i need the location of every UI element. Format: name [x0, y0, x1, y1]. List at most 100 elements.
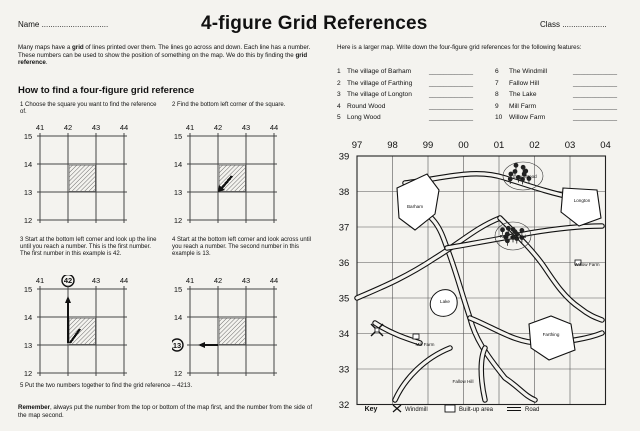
pointer-arrow — [69, 328, 81, 344]
item-label: Round Wood — [347, 102, 386, 110]
map-x-tick: 97 — [352, 140, 363, 151]
map-x-tick: 02 — [529, 140, 540, 151]
key-windmill-icon — [392, 404, 402, 413]
item-number: 3 — [337, 91, 341, 99]
exercise-instructions: Here is a larger map. Write down the fou… — [337, 44, 582, 51]
answer-blank[interactable]: ____________ — [573, 102, 618, 110]
answer-blank[interactable]: ____________ — [573, 114, 618, 122]
grid-y-tick: 12 — [174, 369, 182, 377]
road-inner — [445, 224, 604, 250]
answer-blank[interactable]: ____________ — [429, 114, 474, 122]
tree-icon — [523, 168, 529, 174]
answer-blank[interactable]: ____________ — [573, 68, 618, 75]
road-inner — [403, 172, 577, 200]
item-label: The Lake — [509, 91, 537, 99]
grid-y-tick: 13 — [24, 341, 32, 350]
key-road-label: Road — [525, 407, 539, 413]
map-y-tick: 35 — [339, 294, 350, 305]
key-title: Key — [365, 406, 378, 413]
grid-x-tick: 42 — [64, 276, 72, 285]
map-x-tick: 98 — [387, 140, 398, 151]
exercise-row: 1 The village of Barham ____________ 6 T… — [337, 66, 627, 78]
exercise-row: 5 Long Wood ____________ 10 Willow Farm … — [337, 112, 627, 124]
step-1: 1 Choose the square you want to find the… — [20, 102, 157, 116]
tree-icon — [514, 236, 520, 241]
road-inner — [479, 346, 487, 402]
grid-y-tick: 14 — [174, 313, 182, 322]
item-number: 2 — [337, 79, 341, 87]
item-number: 5 — [337, 114, 341, 122]
label-farthing: Farthing — [543, 332, 560, 337]
key-built-up-label: Built-up area — [459, 407, 494, 413]
exercise-row: 3 The village of Longton ____________ 8 … — [337, 89, 627, 101]
tree-icon — [507, 176, 513, 182]
map-y-tick: 33 — [339, 365, 350, 376]
grid-x-tick: 42 — [214, 123, 222, 132]
class-field[interactable]: Class .................... — [540, 20, 607, 29]
grid-y-tick: 15 — [24, 285, 32, 294]
howto-heading: How to find a four-figure grid reference — [18, 85, 195, 96]
grid-x-tick: 43 — [92, 123, 100, 132]
label-mill-farm: Mill Farm — [416, 342, 435, 347]
grid-x-tick: 44 — [270, 276, 278, 285]
road-inner — [355, 216, 502, 300]
grid-x-tick: 41 — [36, 123, 44, 132]
step-3: 3 Start at the bottom left corner and lo… — [20, 237, 157, 258]
page-title: 4-figure Grid References — [201, 13, 428, 34]
grid-y-tick: 15 — [24, 132, 32, 141]
grid-y-tick: 14 — [24, 313, 32, 322]
willow-farm-building — [574, 259, 582, 266]
hatched-square — [218, 317, 246, 345]
answer-blank[interactable]: ____________ — [429, 68, 474, 75]
grid-x-tick: 41 — [186, 276, 194, 285]
label-longton: Longton — [574, 198, 591, 203]
intro-paragraph: Many maps have a grid of lines printed o… — [18, 44, 311, 67]
item-label: The village of Barham — [347, 68, 412, 75]
map-y-tick: 37 — [339, 223, 350, 234]
grid-y-tick: 12 — [24, 369, 32, 377]
answer-blank[interactable]: ____________ — [573, 79, 618, 87]
answer-blank[interactable]: ____________ — [429, 102, 474, 110]
item-label: Mill Farm — [509, 102, 537, 110]
answer-blank[interactable]: ____________ — [573, 91, 618, 99]
exercise-list: 1 The village of Barham ____________ 6 T… — [337, 66, 627, 124]
answer-blank[interactable]: ____________ — [429, 91, 474, 99]
grid-x-tick: 41 — [36, 276, 44, 285]
grid-y-tick: 14 — [174, 160, 182, 169]
item-label: Willow Farm — [509, 114, 546, 122]
label-round-wood: Round Wood — [500, 234, 527, 239]
step-2: 2 Find the bottom left corner of the squ… — [172, 102, 286, 108]
long-wood-outline — [502, 161, 544, 191]
name-field[interactable]: Name .............................. — [18, 20, 109, 29]
label-fallow-hill: Fallow Hill — [453, 379, 474, 384]
grid-x-tick: 44 — [270, 123, 278, 132]
arrow-head — [218, 185, 225, 192]
road — [392, 345, 453, 403]
grid-y-tick: 13 — [24, 188, 32, 197]
grid-x-tick: 43 — [242, 276, 250, 285]
map-y-tick: 38 — [339, 187, 350, 198]
map-y-tick: 39 — [339, 152, 350, 163]
lake — [429, 289, 458, 317]
grid-y-tick: 12 — [174, 216, 182, 224]
item-number: 6 — [495, 68, 499, 75]
longton-area — [560, 187, 602, 227]
map-x-tick: 03 — [565, 140, 576, 151]
road-inner — [373, 321, 422, 345]
answer-blank[interactable]: ____________ — [429, 79, 474, 87]
item-label: The Windmill — [509, 68, 548, 75]
label-willow-farm: Willow Farm — [574, 262, 599, 267]
tree-icon — [519, 228, 525, 233]
tree-icon — [513, 162, 519, 168]
map-x-tick: 04 — [600, 140, 611, 151]
tree-icon — [520, 164, 526, 170]
item-number: 7 — [495, 79, 499, 87]
tree-icon — [512, 229, 518, 235]
circled-y-number — [172, 338, 184, 352]
item-number: 10 — [495, 114, 503, 122]
pointer-arrow — [220, 175, 233, 190]
label-long-wood: Long Wood — [513, 174, 537, 179]
